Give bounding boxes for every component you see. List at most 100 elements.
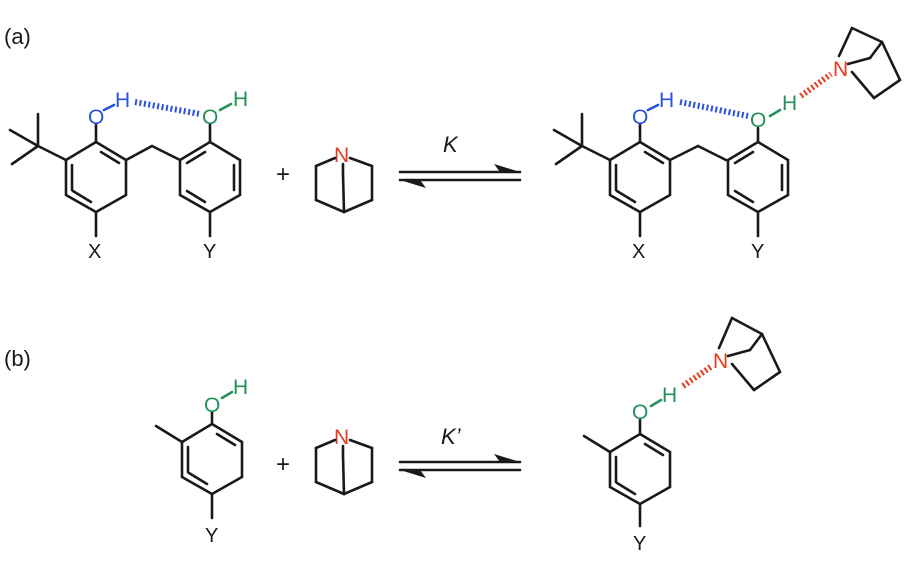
left-ring-inner-bond bbox=[71, 189, 93, 204]
cage-bond bbox=[314, 198, 346, 214]
bisphenol-complex-product: O H X O H Y bbox=[552, 71, 833, 263]
right-benzene-ring bbox=[178, 140, 242, 214]
quinuclidine-reactant-a: N bbox=[314, 144, 374, 214]
left-ring-inner-bond bbox=[615, 189, 637, 204]
cage-bond bbox=[730, 362, 756, 392]
cage-bond bbox=[868, 40, 884, 60]
left-oxygen: O bbox=[632, 106, 648, 129]
cage-bond bbox=[342, 480, 374, 496]
right-oxygen: O bbox=[750, 109, 766, 132]
cage-bond bbox=[341, 454, 346, 496]
tbutyl-bond bbox=[580, 144, 612, 162]
oxygen: O bbox=[632, 401, 648, 424]
equilibrium-constant-k-prime: K’ bbox=[441, 424, 462, 449]
cage-bond bbox=[314, 156, 337, 168]
right-hydrogen: H bbox=[782, 92, 797, 115]
methyl-bond bbox=[154, 424, 184, 444]
methylene-bond bbox=[668, 144, 700, 162]
cage-bond bbox=[880, 40, 902, 82]
forward-arrowhead bbox=[494, 164, 520, 172]
phenol-reactant: O H Y bbox=[154, 376, 248, 547]
hydrogen: H bbox=[233, 376, 248, 399]
left-oh-bond bbox=[102, 103, 116, 112]
ring-inner-bond bbox=[643, 442, 665, 457]
left-oh-bond bbox=[646, 103, 660, 112]
equilibrium-arrow-b: K’ bbox=[398, 424, 522, 478]
cage-bond bbox=[730, 316, 764, 336]
cage-bond bbox=[837, 26, 854, 58]
reverse-arrowhead bbox=[400, 180, 426, 188]
tbutyl-methyl bbox=[8, 128, 40, 148]
methyl-bond bbox=[582, 434, 612, 454]
left-hydrogen: H bbox=[115, 89, 130, 112]
left-ring-inner-bond bbox=[99, 150, 121, 165]
right-ring-inner-bond bbox=[185, 150, 207, 165]
cage-bond bbox=[314, 438, 337, 450]
right-ring-inner-bond bbox=[733, 189, 755, 204]
right-oh-bond bbox=[218, 102, 233, 112]
substituent-y: Y bbox=[633, 533, 646, 555]
right-benzene-ring bbox=[726, 140, 790, 214]
left-benzene-ring bbox=[64, 140, 128, 214]
substituent-x: X bbox=[632, 241, 645, 263]
bisphenol-reactant: O H X O H Y bbox=[8, 88, 248, 263]
equilibrium-arrow-a: K bbox=[398, 132, 522, 188]
substituent-y: Y bbox=[205, 525, 218, 547]
oh-bond bbox=[220, 390, 234, 400]
cage-bond bbox=[348, 156, 374, 168]
intramolecular-hbond bbox=[134, 99, 201, 117]
forward-arrowhead bbox=[494, 454, 520, 462]
quinuclidine-product-a: N bbox=[833, 26, 902, 100]
cage-bond bbox=[760, 332, 782, 374]
hydrogen: H bbox=[662, 384, 677, 407]
left-hydrogen: H bbox=[659, 89, 674, 112]
plus-sign-a: + bbox=[276, 161, 290, 188]
methylene-bond bbox=[696, 144, 728, 162]
right-ring-inner-bond bbox=[733, 150, 755, 165]
panel-label-a: (a) bbox=[4, 24, 31, 49]
cage-bond bbox=[717, 316, 734, 350]
tbutyl-methyl bbox=[554, 144, 584, 166]
benzene-ring bbox=[180, 422, 244, 496]
cage-bond bbox=[341, 172, 346, 214]
tbutyl-bond bbox=[36, 144, 68, 162]
substituent-y: Y bbox=[751, 241, 764, 263]
cage-bond bbox=[752, 370, 782, 392]
right-ring-inner-bond bbox=[185, 189, 207, 204]
cage-bond bbox=[850, 70, 876, 100]
ring-inner-bond bbox=[187, 471, 209, 486]
left-oxygen: O bbox=[88, 106, 104, 129]
intermolecular-hbond bbox=[799, 71, 833, 99]
plus-sign-b: + bbox=[276, 451, 290, 478]
right-oh-bond bbox=[768, 108, 782, 118]
quinuclidine-product-b: N bbox=[713, 316, 782, 392]
substituent-x: X bbox=[88, 241, 101, 263]
intermolecular-hbond bbox=[681, 363, 714, 389]
cage-bond bbox=[748, 332, 764, 352]
tbutyl-methyl bbox=[552, 128, 584, 148]
oh-bond bbox=[649, 398, 663, 408]
cage-bond bbox=[872, 78, 902, 100]
left-benzene-ring bbox=[608, 140, 672, 214]
oxygen: O bbox=[204, 394, 220, 417]
cage-bond bbox=[850, 26, 884, 44]
phenol-complex-product: O H Y bbox=[582, 363, 714, 555]
right-hydrogen: H bbox=[233, 88, 248, 111]
equilibrium-constant-k: K bbox=[443, 132, 459, 157]
cage-bond bbox=[314, 480, 346, 496]
quinuclidine-reactant-b: N bbox=[314, 426, 374, 496]
ring-inner-bond bbox=[215, 432, 237, 447]
quinuclidine-nitrogen: N bbox=[833, 58, 848, 81]
ring-inner-bond bbox=[615, 481, 637, 496]
methylene-bond bbox=[150, 144, 182, 162]
panel-label-b: (b) bbox=[4, 346, 31, 371]
cage-bond bbox=[342, 198, 374, 214]
quinuclidine-nitrogen: N bbox=[334, 426, 349, 449]
right-oxygen: O bbox=[202, 106, 218, 129]
intramolecular-hbond bbox=[679, 99, 749, 119]
cage-bond bbox=[348, 438, 374, 450]
cage-bond bbox=[846, 56, 872, 66]
quinuclidine-nitrogen: N bbox=[334, 144, 349, 167]
quinuclidine-nitrogen: N bbox=[713, 350, 728, 373]
